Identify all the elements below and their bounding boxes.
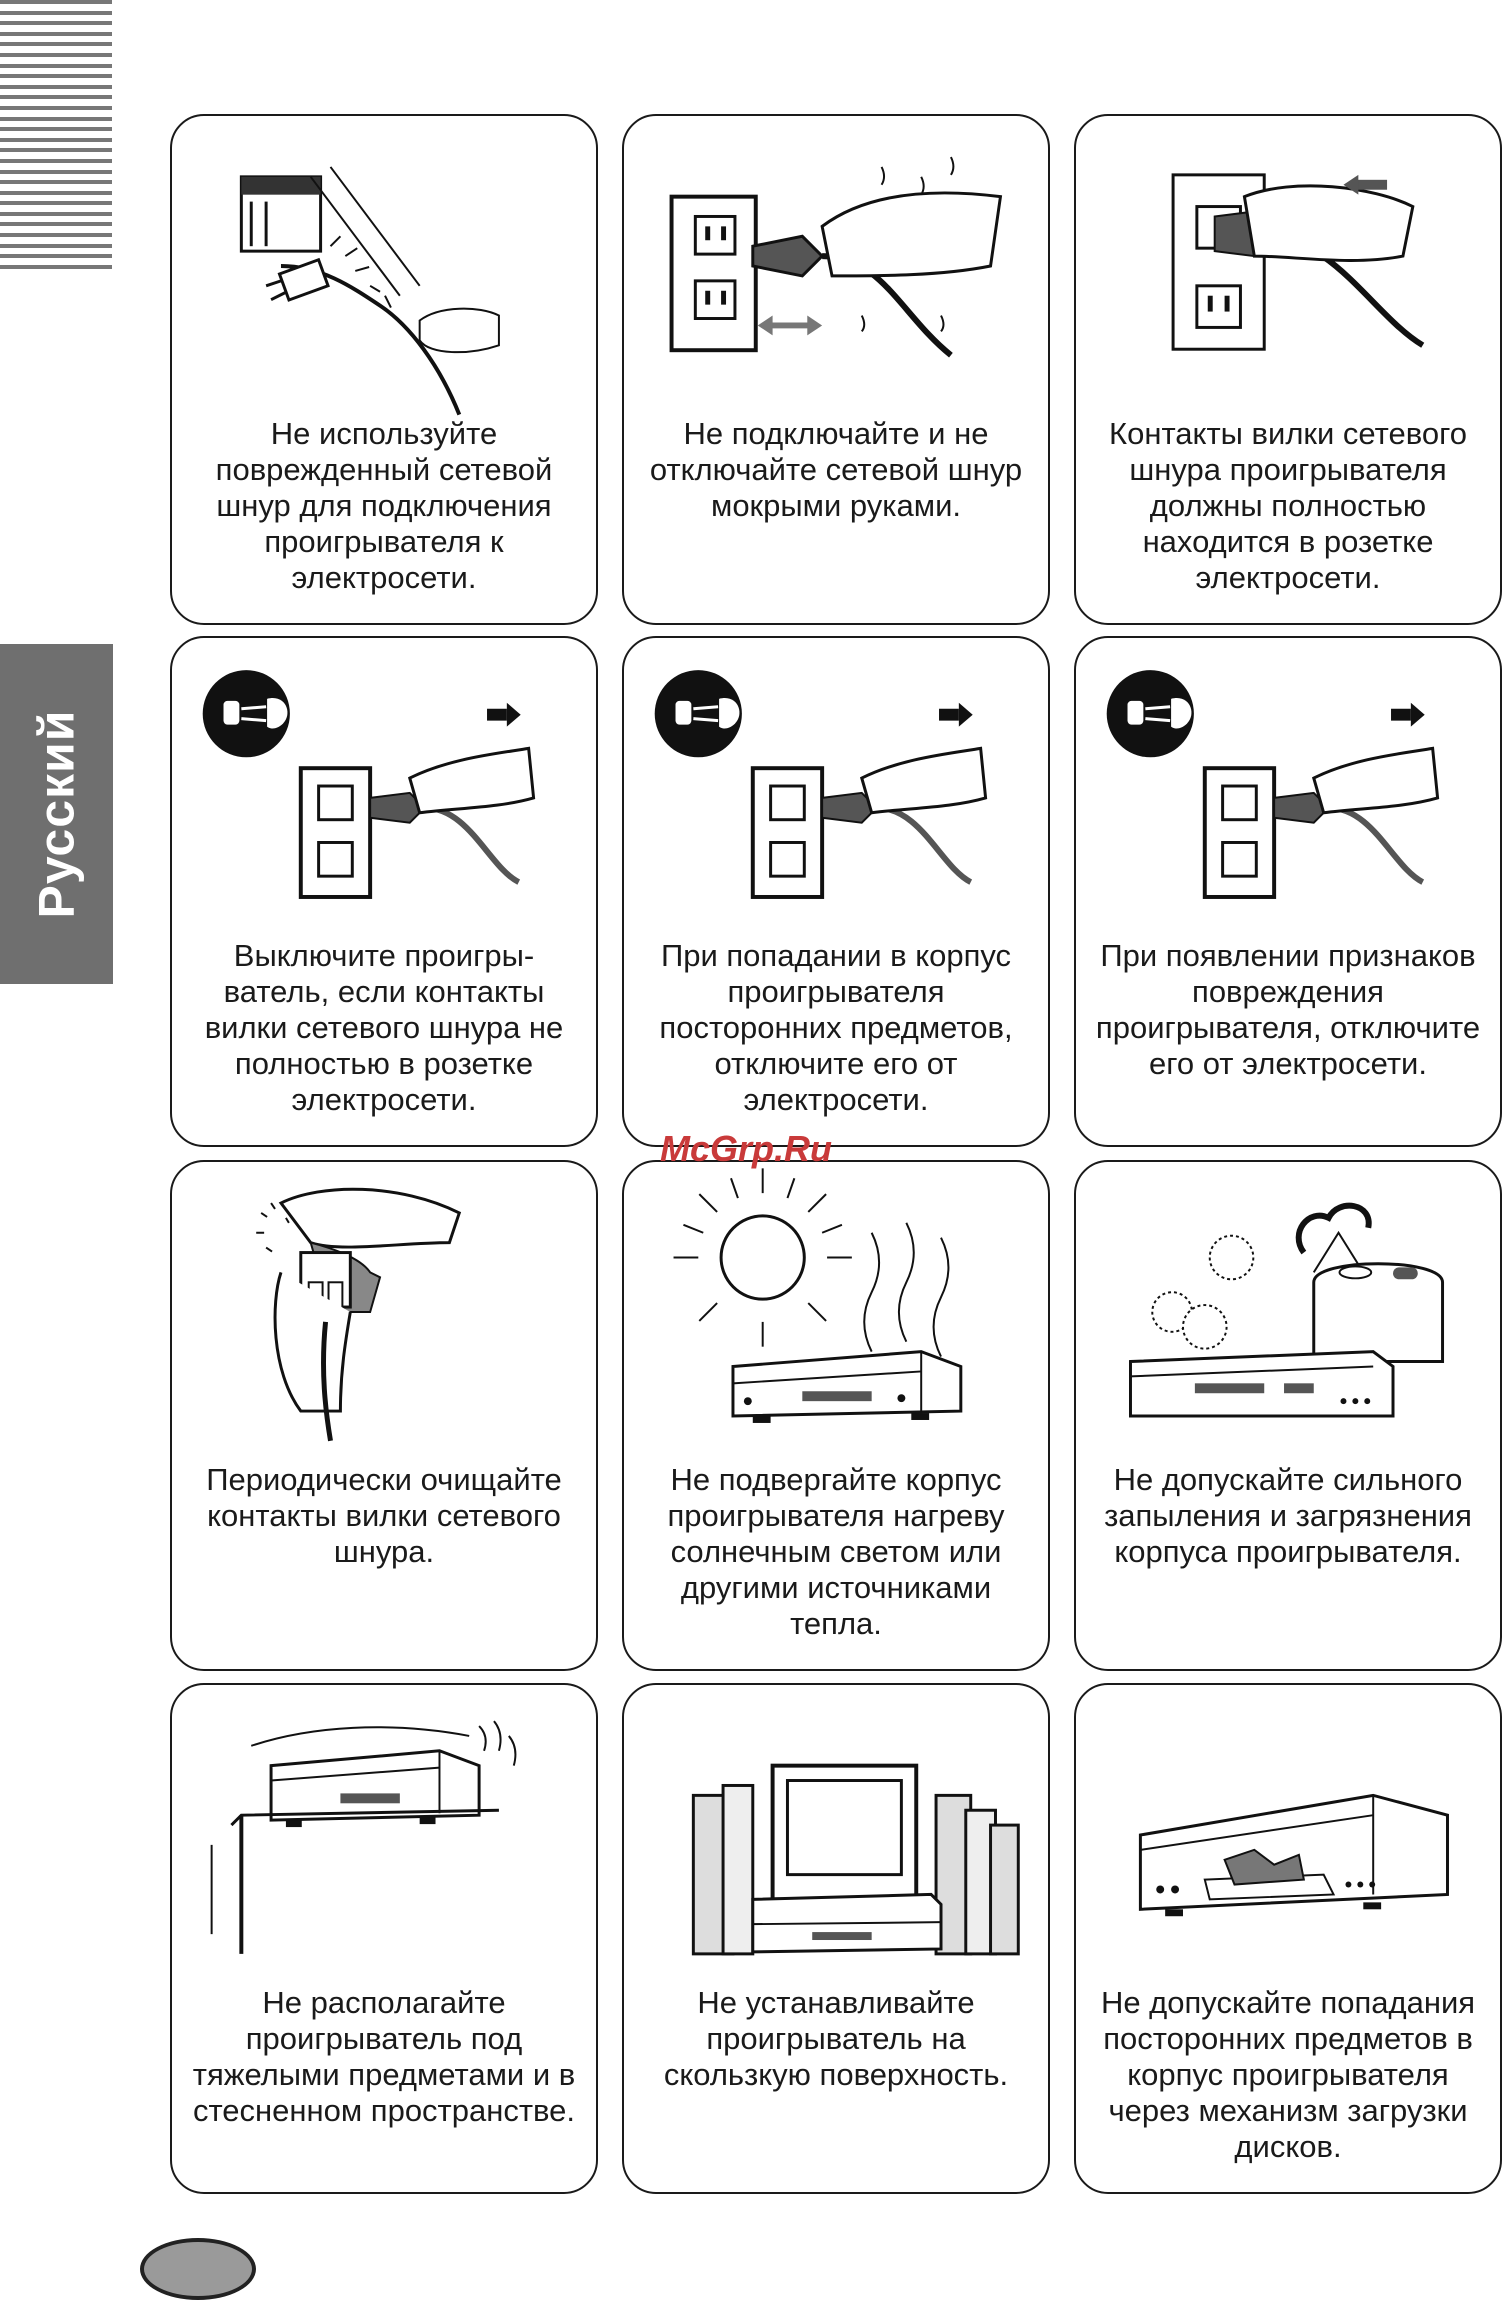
unplug-loose-plug-icon <box>172 638 596 938</box>
language-tab: Русский <box>0 644 113 984</box>
safety-card-12: Не допускайте попадания посторонних пред… <box>1074 1683 1502 2194</box>
safety-card-text: Не допускайте сильного запыления и загря… <box>1104 1462 1472 1569</box>
safety-card-text: Не подвергайте корпус проигрывателя нагр… <box>667 1462 1005 1641</box>
heavy-object-icon <box>172 1685 596 1985</box>
unplug-foreign-object-icon <box>624 638 1048 938</box>
safety-card-text: Не подключайте и не отключайте сетевой ш… <box>649 416 1023 523</box>
unplug-damage-icon <box>1076 638 1500 938</box>
safety-card-10: Не располагайте проигрыватель под тяжелы… <box>170 1683 598 2194</box>
safety-card-1: Не используйте поврежденный сетевой шнур… <box>170 114 598 625</box>
safety-card-7: Периодически очищайте контакты вилки сет… <box>170 1160 598 1671</box>
safety-card-5: При попадании в корпус проигрывателя пос… <box>622 636 1050 1147</box>
plug-fully-inserted-icon <box>1076 116 1500 416</box>
safety-card-9: Не допускайте сильного запыления и загря… <box>1074 1160 1502 1671</box>
damaged-cord-icon <box>172 116 596 416</box>
sun-heat-icon <box>624 1162 1048 1462</box>
safety-card-text: Выключите проигры-ватель, если контакты … <box>204 938 564 1117</box>
safety-card-6: При появлении признаков повреждения прои… <box>1074 636 1502 1147</box>
slippery-surface-icon <box>624 1685 1048 1985</box>
safety-card-text: Не устанавливайте проигрыватель на сколь… <box>663 1985 1009 2092</box>
safety-card-text: Контакты вилки сетевого шнура проигрыват… <box>1109 416 1467 595</box>
safety-card-text: Не допускайте попадания посторонних пред… <box>1100 1985 1476 2164</box>
safety-card-text: Периодически очищайте контакты вилки сет… <box>206 1462 562 1569</box>
clean-plug-icon <box>172 1162 596 1462</box>
decorative-stripes <box>0 0 112 272</box>
safety-card-text: Не располагайте проигрыватель под тяжелы… <box>192 1985 576 2128</box>
safety-card-11: Не устанавливайте проигрыватель на сколь… <box>622 1683 1050 2194</box>
page-number-oval <box>140 2238 256 2300</box>
safety-card-8: Не подвергайте корпус проигрывателя нагр… <box>622 1160 1050 1671</box>
disc-tray-object-icon <box>1076 1685 1500 1985</box>
dust-humidifier-icon <box>1076 1162 1500 1462</box>
safety-card-4: Выключите проигры-ватель, если контакты … <box>170 636 598 1147</box>
safety-card-text: При появлении признаков повреждения прои… <box>1095 938 1481 1081</box>
safety-card-text: При попадании в корпус проигрывателя пос… <box>659 938 1013 1117</box>
wet-hands-plug-icon <box>624 116 1048 416</box>
watermark: McGrp.Ru <box>660 1128 833 1169</box>
safety-card-3: Контакты вилки сетевого шнура проигрыват… <box>1074 114 1502 625</box>
safety-card-text: Не используйте поврежденный сетевой шнур… <box>215 416 553 595</box>
language-tab-label: Русский <box>28 709 85 919</box>
safety-card-2: Не подключайте и не отключайте сетевой ш… <box>622 114 1050 625</box>
